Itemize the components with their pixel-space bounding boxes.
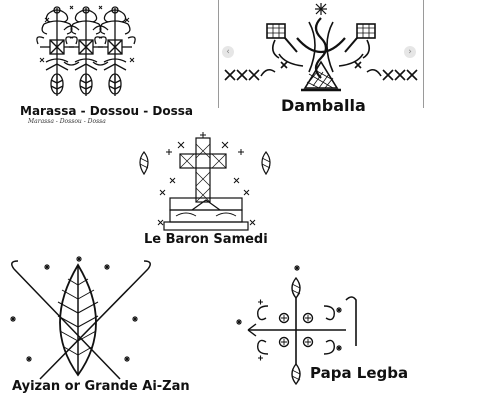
- veve-marassa: Marassa - Dossou - Dossa Marassa - Dosso…: [0, 0, 215, 125]
- marassa-subscript: Marassa - Dossou - Dossa: [28, 118, 106, 125]
- carousel-prev-button[interactable]: ‹: [222, 46, 234, 58]
- baron-label: Le Baron Samedi: [144, 232, 268, 247]
- veve-legba: Papa Legba: [228, 260, 428, 410]
- damballa-divider-right: [423, 0, 424, 108]
- legba-label: Papa Legba: [310, 364, 409, 382]
- damballa-divider-left: [218, 0, 219, 108]
- veve-ayizan: Ayizan or Grande Ai-Zan: [0, 255, 190, 413]
- veve-baron: Le Baron Samedi: [130, 130, 280, 250]
- carousel-next-button[interactable]: ›: [404, 46, 416, 58]
- ayizan-label: Ayizan or Grande Ai-Zan: [12, 379, 190, 394]
- legba-veve-drawing: [236, 265, 357, 386]
- marassa-label: Marassa - Dossou - Dossa: [20, 104, 193, 118]
- baron-veve-drawing: [139, 132, 271, 231]
- veve-damballa: Damballa: [219, 0, 423, 125]
- damballa-veve-drawing: [224, 3, 418, 92]
- ayizan-veve-drawing: [10, 256, 151, 380]
- damballa-label: Damballa: [281, 96, 366, 115]
- marassa-veve-drawing: [36, 5, 136, 97]
